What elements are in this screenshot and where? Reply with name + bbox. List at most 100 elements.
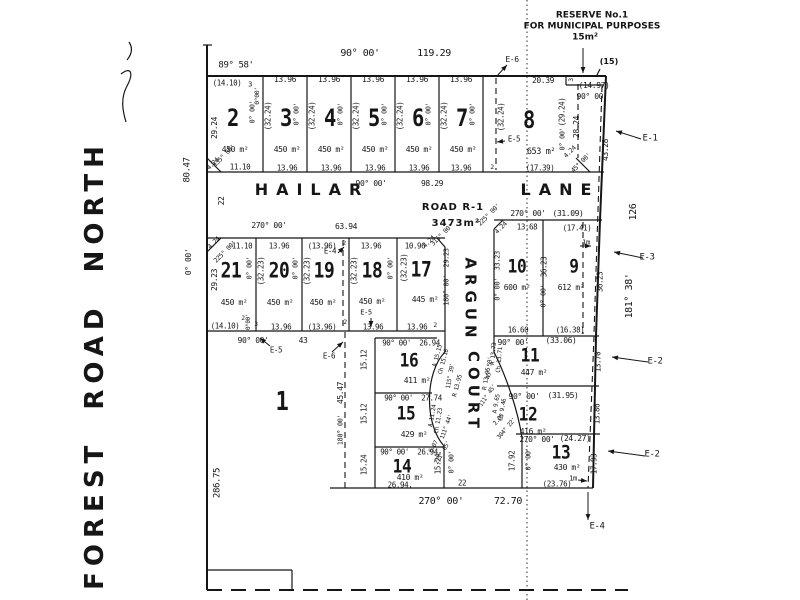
dim-label: 17.93 <box>589 453 599 475</box>
lot-number-label: 15 <box>396 402 416 425</box>
dim-label: (32.24) <box>307 101 317 131</box>
street-label: HAILAR <box>254 180 370 199</box>
easement-label: E-4 <box>323 246 337 256</box>
lot-number-label: 8 <box>523 106 535 134</box>
easement-line <box>593 85 603 335</box>
lot-boundary-line <box>575 157 591 173</box>
easement-label: E-5 <box>360 308 372 317</box>
dim-label: (14.97) <box>578 81 610 90</box>
lot-number-label: 4 <box>324 104 336 132</box>
dim-label: R 13.95 <box>451 374 464 398</box>
reference-arrow <box>611 356 649 363</box>
area-label: 450 m² <box>309 298 337 307</box>
dim-label: 11.10 <box>231 241 253 251</box>
easement-label: E-5 <box>507 134 521 144</box>
boundary-path <box>126 41 133 61</box>
dim-label: 15.24 <box>359 454 369 476</box>
dim-label: 29.24 <box>210 116 219 140</box>
lot-number-label: 13 <box>551 441 571 464</box>
reference-arrowhead <box>368 321 374 327</box>
area-label: 450 m² <box>273 145 301 154</box>
dim-label: 90° 00' 26.94 <box>382 338 440 348</box>
boundary-path <box>592 75 607 489</box>
dim-label: (32.24) <box>395 101 405 131</box>
lot-boundary-line <box>595 68 601 78</box>
reference-arrowhead <box>336 342 343 348</box>
dim-label: 45° 00' <box>569 151 593 175</box>
dim-label: 90° 00' <box>355 179 387 188</box>
lot-number-label: 19 <box>313 258 335 283</box>
dim-label: 0° 00' <box>291 256 300 280</box>
dim-label: (32.23) <box>399 253 409 283</box>
lot-number-label: 18 <box>361 258 383 283</box>
area-label: 450 m² <box>358 297 386 306</box>
easement-label: E-1 <box>642 133 658 144</box>
dim-label: 13.86 <box>592 403 602 425</box>
reference-arrowhead <box>501 65 507 72</box>
lot-boundary-line <box>436 237 446 248</box>
dim-label: 16.60 <box>507 325 529 335</box>
lot-number-label: 1 <box>275 387 289 417</box>
dim-label: 2 <box>343 317 347 326</box>
area-label: 411 m² <box>403 376 431 385</box>
dim-label: 13.96 <box>405 75 429 84</box>
dim-label: 13.96 <box>449 75 473 84</box>
street-label: LANE <box>520 180 600 199</box>
dim-label: 90° 00' 27.74 <box>384 393 442 403</box>
easement-label: E-6 <box>322 351 336 361</box>
reference-arrowhead <box>612 355 619 361</box>
dim-label: 4.24 <box>205 156 221 172</box>
area-label: 429 m² <box>400 430 428 439</box>
lot-boundary-line <box>206 237 222 253</box>
dim-label: 13.96 <box>360 241 382 251</box>
dim-label: 119.29 <box>417 48 451 59</box>
boundary-path <box>120 70 132 123</box>
dim-label: 0° 00' <box>524 447 533 471</box>
reference-arrowhead <box>585 243 591 249</box>
dim-label: 72.70 <box>493 496 523 507</box>
dim-label: 181° 38' <box>624 273 635 319</box>
dim-label: 43 <box>298 336 308 345</box>
dim-label: 13.96 <box>408 163 430 173</box>
reference-arrowhead <box>580 67 586 73</box>
dim-label: 0° 00' <box>447 450 456 474</box>
dim-label: 286.75 <box>212 467 223 499</box>
dim-label: 17.92 <box>507 450 517 472</box>
dim-label: 0° 00' <box>248 100 257 124</box>
dim-label: 63.94 <box>334 222 358 231</box>
lot-number-label: 16 <box>399 349 419 372</box>
dim-label: 45° 59' <box>485 356 494 380</box>
reference-arrowhead <box>608 449 615 455</box>
reserve-label: 15m² <box>572 32 598 43</box>
dim-label: 90° 00' 26.94 <box>380 447 438 457</box>
dim-label: 0° 00' <box>424 102 433 126</box>
easement-label: 1m <box>582 238 590 247</box>
dim-label: 13.96 <box>270 322 292 332</box>
street-label: COURT <box>464 350 483 434</box>
dim-label: 13.96 <box>362 322 384 332</box>
dim-label: 0°00' <box>245 313 252 331</box>
dim-label: (31.09) <box>552 209 584 218</box>
area-label: 450 m² <box>361 145 389 154</box>
reference-arrow <box>607 450 646 457</box>
dim-label: 13.96 <box>406 322 428 332</box>
easement-label: E-6 <box>505 55 519 64</box>
dim-label: 13.96 <box>268 241 290 251</box>
dim-label: 13.96 <box>273 75 297 84</box>
dim-label: (32.24) <box>263 101 273 131</box>
dim-label: (14.10) <box>212 78 242 88</box>
dim-label: 0° 00' <box>292 102 301 126</box>
dim-label: 36.23 <box>539 256 549 278</box>
dim-label: 36.23 <box>595 271 605 293</box>
dim-label: 270° 00' <box>519 435 555 444</box>
area-label: 450 m² <box>266 298 294 307</box>
dim-label: (13.96) <box>307 241 337 251</box>
lot-number-label: 7 <box>456 104 468 132</box>
easement-label: E-2 <box>647 356 663 367</box>
street-label: 3473m² <box>431 218 481 229</box>
dim-label: (32.24) <box>351 101 361 131</box>
dim-label: 90° 00' <box>576 92 608 101</box>
reference-arrowhead <box>497 138 504 144</box>
dim-label: (32.24) <box>439 101 449 131</box>
